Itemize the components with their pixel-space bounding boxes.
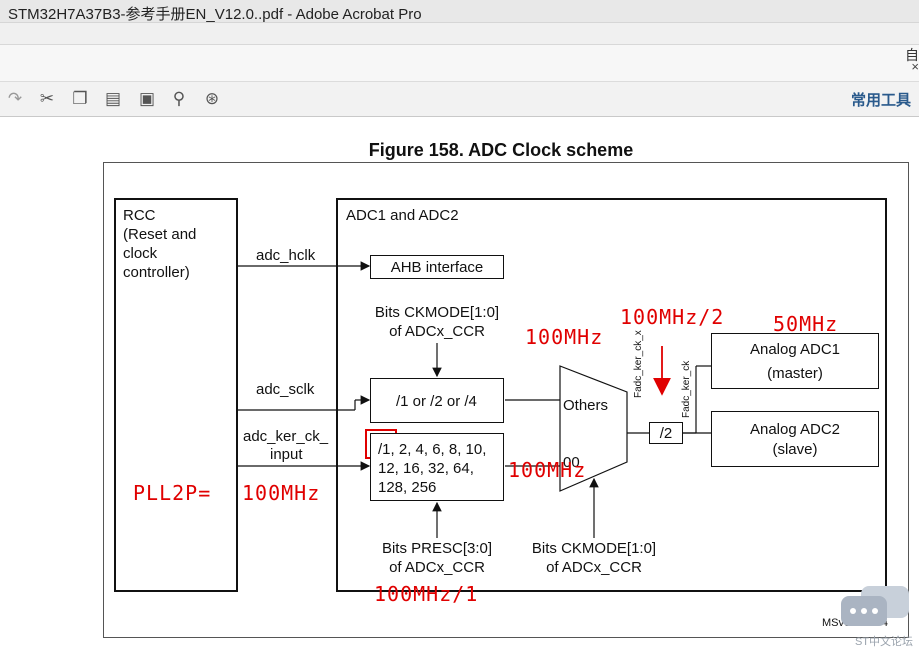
- figure-frame: [103, 162, 909, 638]
- annotation-adc-clock: 50MHz: [773, 312, 839, 336]
- mux-label-00: 00: [563, 454, 580, 471]
- div2-label: /2: [659, 425, 673, 442]
- analog-adc1-line1: Analog ADC1: [749, 341, 841, 358]
- ahb-interface-label: AHB interface: [390, 259, 484, 276]
- snapshot-icon[interactable]: ▣: [138, 89, 156, 108]
- sclk-divider-block: /1 or /2 or /4: [370, 378, 504, 423]
- adc-block: ADC1 and ADC2: [336, 198, 887, 592]
- analog-adc2-line2: (slave): [772, 441, 818, 458]
- f-adc-ker-ck-label: Fadc_ker_ck: [681, 360, 692, 418]
- toolbar: ↷ ✂ ❐ ▤ ▣ ⚲ ⊛ 常用工具: [0, 82, 919, 117]
- copy-icon[interactable]: ❐: [72, 89, 88, 108]
- cut-icon[interactable]: ✂: [39, 89, 55, 108]
- prescaler-first-value: /1: [378, 441, 391, 458]
- ckmode-top-line1: Bits CKMODE[1:0]: [374, 304, 500, 321]
- close-icon[interactable]: ×: [911, 59, 919, 74]
- signal-adc-ker-ck-line1: adc_ker_ck_: [243, 428, 329, 445]
- paste-icon[interactable]: ▤: [104, 89, 122, 108]
- presc-bits-line2: of ADCx_CCR: [389, 559, 485, 576]
- ahb-interface-block: AHB interface: [370, 255, 504, 279]
- prescaler-line3: 128, 256: [378, 479, 437, 496]
- analog-adc1-block: Analog ADC1 (master): [711, 333, 879, 389]
- rcc-label-line1: RCC: [123, 207, 156, 224]
- signal-adc-ker-ck-line2: input: [270, 446, 303, 463]
- figure-title: Figure 158. ADC Clock scheme: [368, 140, 634, 160]
- watermark-text: ST中文论坛: [854, 636, 913, 648]
- adc-block-title: ADC1 and ADC2: [346, 207, 459, 224]
- signal-adc-hclk: adc_hclk: [256, 247, 316, 264]
- annotation-pll2p: PLL2P=: [133, 481, 212, 505]
- analog-adc2-block: Analog ADC2 (slave): [711, 411, 879, 467]
- div2-block: /2: [649, 422, 683, 444]
- common-tools-button[interactable]: 常用工具: [850, 92, 911, 109]
- rcc-block: RCC (Reset and clock controller): [114, 198, 238, 592]
- annotation-mux-in-bottom: 100MHz: [508, 458, 587, 482]
- search-icon[interactable]: ⚲: [172, 89, 186, 108]
- ckmode-bottom-line1: Bits CKMODE[1:0]: [531, 540, 657, 557]
- forum-watermark: ST中文论坛: [839, 584, 913, 648]
- ckmode-top-line2: of ADCx_CCR: [389, 323, 485, 340]
- presc-bits-line1: Bits PRESC[3:0]: [381, 540, 493, 557]
- redo-icon[interactable]: ↷: [7, 89, 23, 108]
- truncated-menu-label[interactable]: 自: [905, 47, 919, 63]
- analog-adc1-line2: (master): [767, 365, 823, 382]
- annotation-presc-note: 100MHz/1: [374, 582, 479, 606]
- annotation-mux-in-top: 100MHz: [525, 325, 604, 349]
- prescaler-line2: 12, 16, 32, 64,: [378, 460, 474, 477]
- prescaler-line1: /1, 2, 4, 6, 8, 10,: [378, 440, 486, 459]
- top-strip: 自 ×: [0, 45, 919, 82]
- annotation-half: 100MHz/2: [620, 305, 725, 329]
- f-adc-ker-ck-x-label: Fadc_ker_ck_x: [633, 330, 644, 398]
- prescaler-line1-rest: , 2, 4, 6, 8, 10,: [390, 441, 487, 458]
- signal-adc-sclk: adc_sclk: [256, 381, 315, 398]
- ckmode-bottom-line2: of ADCx_CCR: [546, 559, 642, 576]
- rcc-label-line2: (Reset and: [123, 226, 197, 243]
- menu-bar: [0, 23, 919, 45]
- prescaler-block: /1, 2, 4, 6, 8, 10, 12, 16, 32, 64, 128,…: [370, 433, 504, 501]
- analog-adc2-line1: Analog ADC2: [749, 421, 841, 438]
- annotation-pll2p-value: 100MHz: [242, 481, 321, 505]
- sclk-divider-label: /1 or /2 or /4: [396, 393, 477, 410]
- window-title: STM32H7A37B3-参考手册EN_V12.0..pdf - Adobe A…: [8, 6, 422, 23]
- rcc-label-line4: controller): [123, 264, 190, 281]
- find-binoculars-icon[interactable]: ⊛: [204, 89, 220, 108]
- window-title-bar: STM32H7A37B3-参考手册EN_V12.0..pdf - Adobe A…: [0, 0, 919, 23]
- mux-label-others: Others: [563, 397, 609, 414]
- chat-bubble-icon: [841, 586, 909, 626]
- rcc-label-line3: clock: [123, 245, 158, 262]
